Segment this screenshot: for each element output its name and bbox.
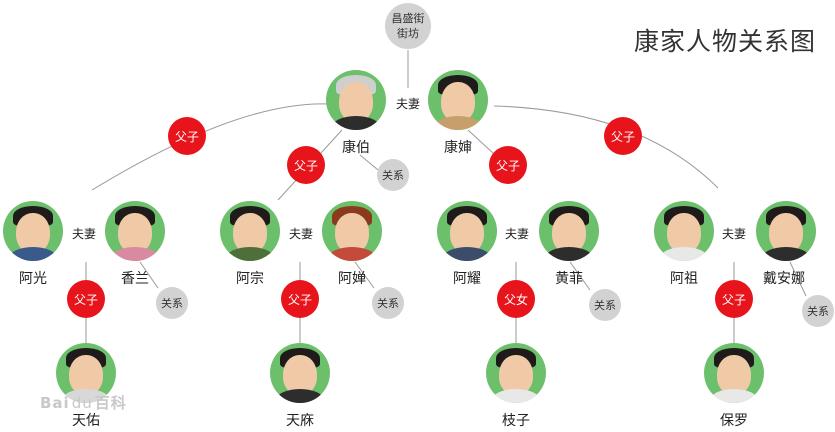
name-zhizi: 枝子 (502, 413, 530, 429)
line-to-rel-huangfei (569, 261, 591, 291)
father-son-badge-baoluo: 父子 (715, 280, 753, 318)
line-to-rel-daianna (789, 261, 807, 297)
line-to-rel-kang (359, 154, 379, 171)
root-label-line-1: 昌盛街 (391, 12, 425, 25)
relation-node-daianna[interactable]: 关系 (802, 295, 834, 327)
name-azong: 阿宗 (236, 271, 264, 287)
name-tianma: 天庥 (286, 413, 314, 429)
name-daianna: 戴安娜 (763, 271, 805, 287)
diagram-title: 康家人物关系图 (634, 27, 817, 56)
avatar-baoluo[interactable] (704, 343, 764, 403)
father-son-badge-tianma: 父子 (281, 280, 319, 318)
avatar-aguang[interactable] (3, 201, 63, 261)
name-kangkun: 康婶 (444, 140, 472, 156)
relation-node-kang[interactable]: 关系 (377, 159, 409, 191)
name-huangfei: 黄菲 (555, 271, 583, 287)
avatar-ayao[interactable] (437, 201, 497, 261)
spouse-label-ayao: 夫妻 (497, 226, 537, 242)
name-baoluo: 保罗 (720, 413, 748, 429)
name-ayao: 阿耀 (453, 271, 481, 287)
watermark-right: 百科 (94, 394, 127, 412)
arc-to-azu (493, 105, 719, 189)
name-aguang: 阿光 (19, 271, 47, 287)
father-son-badge-tianyou: 父子 (67, 280, 105, 318)
father-son-badge-ayao: 父子 (489, 146, 527, 184)
father-son-badge-azong: 父子 (287, 146, 325, 184)
root-node: 昌盛街 街坊 (385, 3, 431, 49)
avatar-azong[interactable] (220, 201, 280, 261)
relation-node-achan[interactable]: 关系 (372, 287, 404, 319)
line-to-rel-xianglan (139, 261, 159, 289)
avatar-kangkun[interactable] (428, 70, 488, 130)
watermark-left: Bai (40, 394, 70, 412)
avatar-huangfei[interactable] (539, 201, 599, 261)
spouse-label-azu: 夫妻 (714, 226, 754, 242)
arc-to-aguang (91, 103, 331, 191)
name-xianglan: 香兰 (121, 271, 149, 287)
spouse-label-azong: 夫妻 (281, 226, 321, 242)
spouse-label-aguang: 夫妻 (64, 226, 104, 242)
name-tianyou: 天佑 (72, 413, 100, 429)
father-son-badge-azu: 父子 (604, 117, 642, 155)
name-azu: 阿祖 (670, 271, 698, 287)
root-label-line-2: 街坊 (397, 27, 419, 40)
paw-icon: du (71, 394, 93, 412)
avatar-kangbo[interactable] (326, 70, 386, 130)
line-to-rel-achan (354, 261, 375, 289)
name-achan: 阿婵 (338, 271, 366, 287)
avatar-xianglan[interactable] (105, 201, 165, 261)
avatar-azu[interactable] (654, 201, 714, 261)
avatar-daianna[interactable] (756, 201, 816, 261)
father-daughter-badge-zhizi: 父女 (497, 280, 535, 318)
relation-node-xianglan[interactable]: 关系 (156, 287, 188, 319)
spouse-label-kang: 夫妻 (388, 96, 428, 112)
avatar-zhizi[interactable] (486, 343, 546, 403)
name-kangbo: 康伯 (342, 140, 370, 156)
father-son-badge-aguang: 父子 (168, 117, 206, 155)
avatar-achan[interactable] (322, 201, 382, 261)
avatar-tianma[interactable] (270, 343, 330, 403)
avatar-tianyou[interactable] (56, 343, 116, 403)
relation-node-huangfei[interactable]: 关系 (589, 289, 621, 321)
